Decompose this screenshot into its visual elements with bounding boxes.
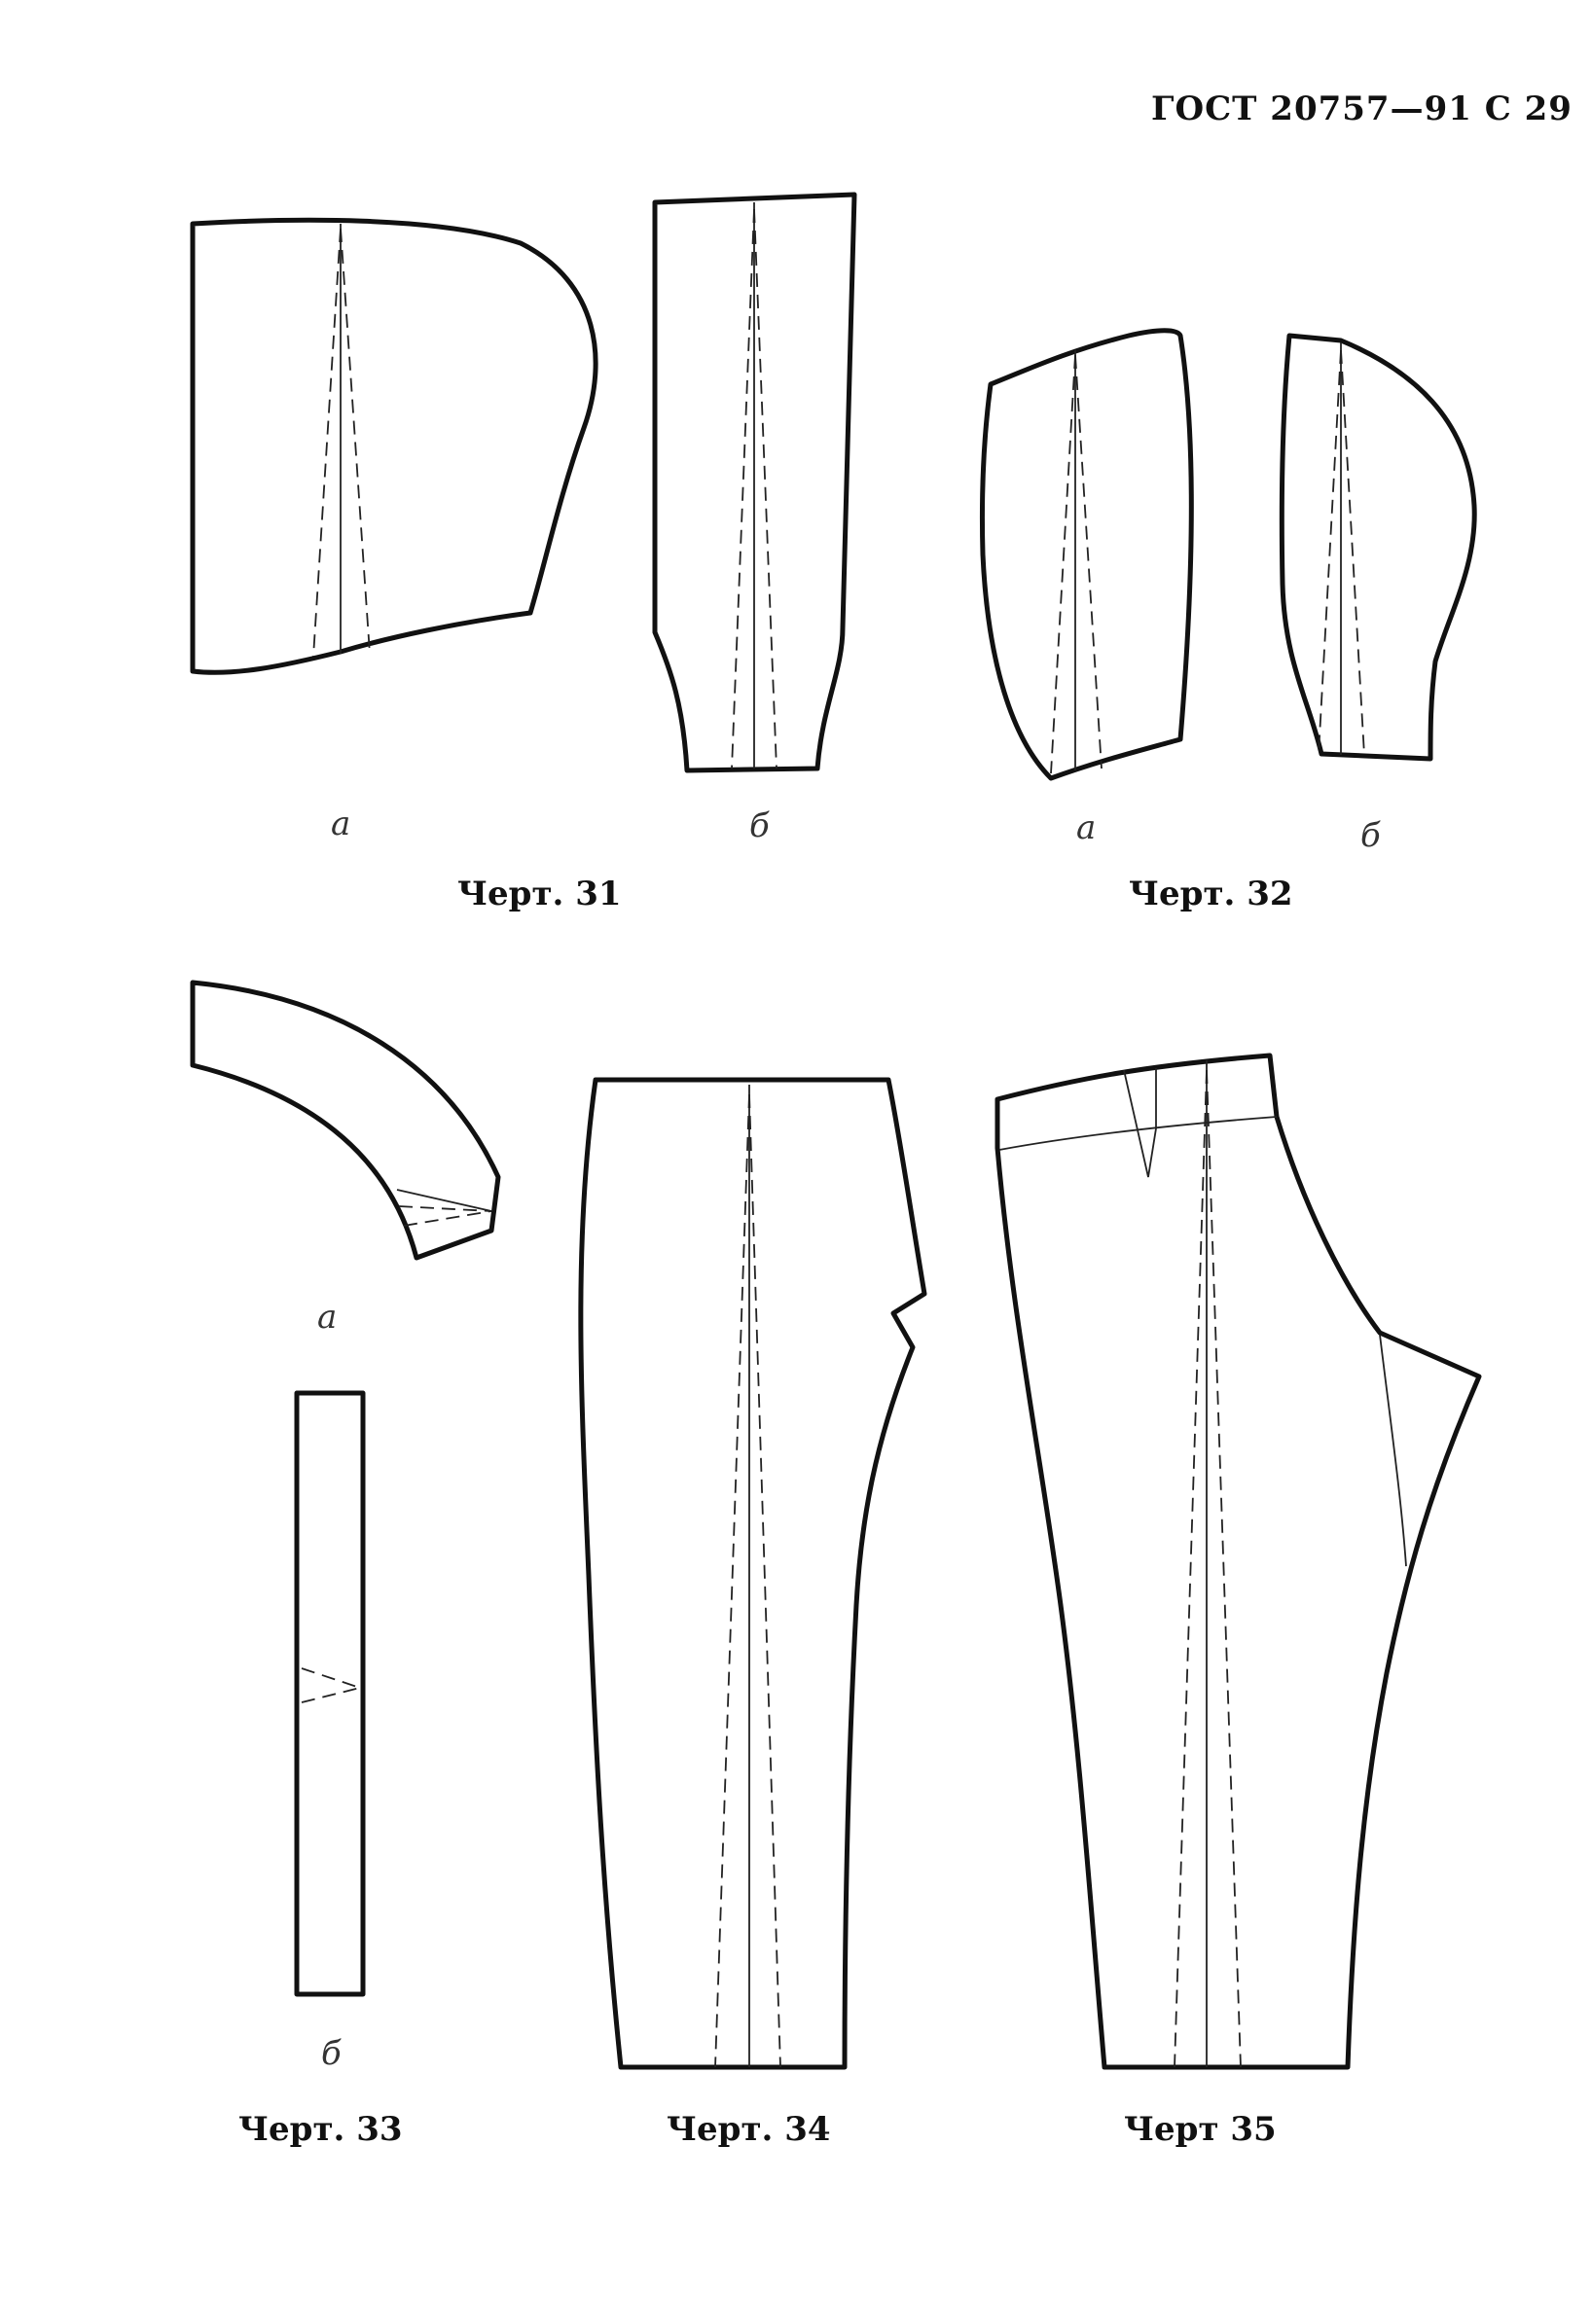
- fig33-piece-b: [294, 1390, 366, 1997]
- fig31-caption: Черт. 31: [457, 875, 622, 913]
- fig35-trouser-piece: [994, 1053, 1482, 2070]
- fig33-piece-a: [190, 980, 501, 1261]
- figure-33: а б Черт. 33: [190, 980, 501, 2149]
- fig32-caption: Черт. 32: [1129, 875, 1293, 913]
- fig34-caption: Черт. 34: [667, 2110, 831, 2149]
- figure-35: Черт 35: [994, 1053, 1482, 2149]
- fig33-caption: Черт. 33: [238, 2110, 403, 2149]
- page-header: ГОСТ 20757—91 С 29: [1151, 89, 1573, 128]
- fig34-trouser-piece: [578, 1077, 927, 2070]
- fig31-piece-a: [190, 217, 598, 675]
- fig32-piece-a: [979, 328, 1194, 781]
- figure-31: а б Черт. 31: [190, 192, 857, 913]
- fig32-piece-b: [1279, 333, 1477, 762]
- fig31-label-a: а: [331, 804, 350, 843]
- fig33-label-b: б: [321, 2034, 342, 2073]
- figure-34: Черт. 34: [578, 1077, 927, 2149]
- figure-32: а б Черт. 32: [979, 328, 1477, 913]
- fig32-label-a: а: [1076, 808, 1096, 847]
- fig31-piece-b: [652, 192, 857, 773]
- fig33-label-a: а: [317, 1298, 337, 1337]
- fig32-label-b: б: [1360, 816, 1381, 855]
- fig31-label-b: б: [749, 806, 770, 845]
- fig35-caption: Черт 35: [1124, 2110, 1277, 2149]
